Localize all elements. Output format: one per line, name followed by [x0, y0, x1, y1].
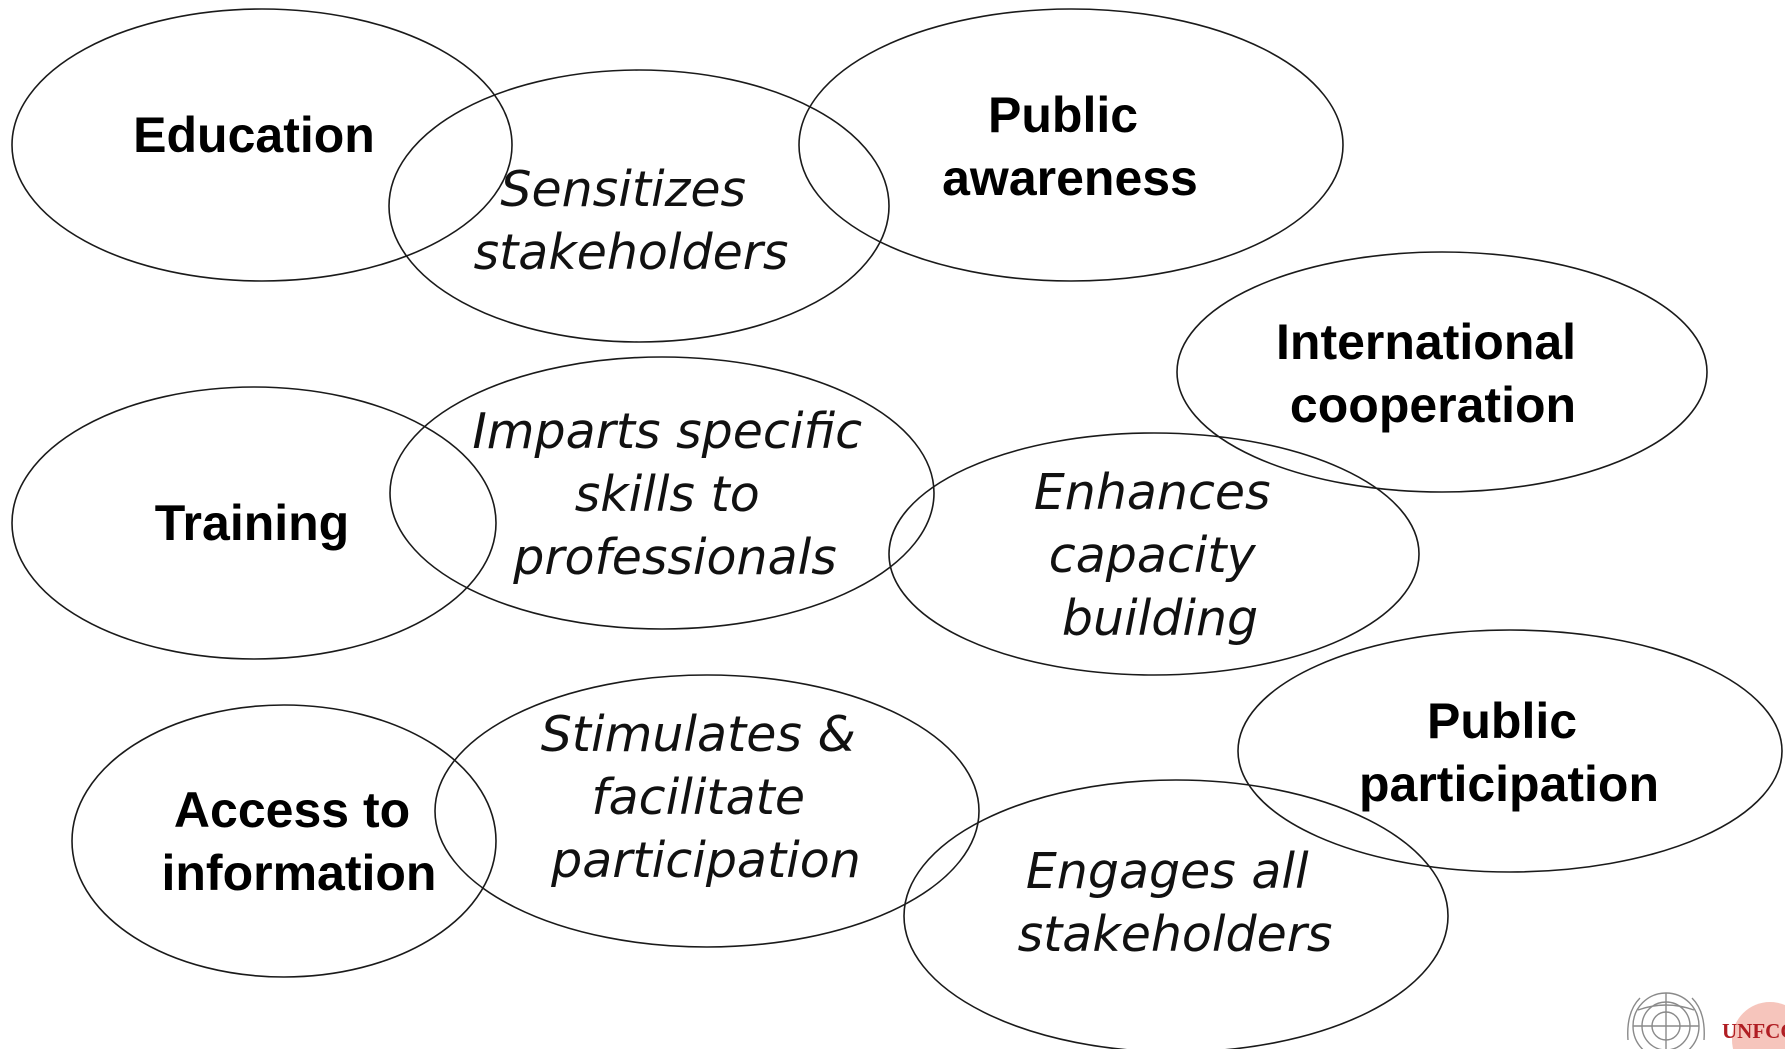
label-public-participation-line-1: Public [1427, 693, 1577, 749]
label-engages-line-2: stakeholders [1018, 906, 1333, 963]
label-stimulates: Stimulates & facilitate participation [541, 706, 872, 889]
unfccc-logo-swoosh [1732, 1002, 1785, 1049]
ellipse-access-to-information [71, 704, 497, 978]
label-imparts-line-2: skills to [575, 466, 760, 523]
ellipse-sensitizes [388, 69, 890, 343]
label-stimulates-line-3: participation [550, 832, 861, 889]
label-public-awareness-line-2: awareness [942, 150, 1198, 206]
label-imparts-line-3: professionals [512, 529, 837, 586]
un-emblem-icon [1627, 992, 1705, 1049]
label-public-participation-line-2: participation [1359, 756, 1659, 812]
label-enhances-line-1: Enhances [1034, 464, 1271, 521]
ellipse-enhances [888, 432, 1420, 676]
label-training-line: Training [155, 495, 349, 551]
label-public-awareness: Public awareness [942, 87, 1198, 206]
label-engages-line-1: Engages all [1026, 843, 1309, 900]
ellipse-training [11, 386, 497, 660]
label-sensitizes: Sensitizes stakeholders [474, 161, 789, 281]
label-enhances-line-3: building [1062, 590, 1258, 647]
label-international-cooperation-line-2: cooperation [1290, 377, 1576, 433]
label-enhances-line-2: capacity [1049, 527, 1257, 584]
ellipse-engages [903, 779, 1449, 1049]
label-stimulates-line-2: facilitate [591, 769, 805, 826]
label-access-to-information: Access to information [162, 782, 437, 901]
label-imparts-line-1: Imparts specific [472, 403, 862, 460]
label-international-cooperation-line-1: International [1276, 314, 1576, 370]
label-public-participation: Public participation [1359, 693, 1659, 812]
ellipse-international-cooperation [1176, 251, 1708, 493]
ellipse-public-participation [1237, 629, 1783, 873]
label-enhances: Enhances capacity building [1034, 464, 1286, 647]
label-international-cooperation: International cooperation [1276, 314, 1590, 433]
label-sensitizes-line-1: Sensitizes [500, 161, 746, 218]
label-imparts: Imparts specific skills to professionals [472, 403, 877, 586]
label-access-to-information-line-1: Access to [174, 782, 410, 838]
ellipse-education [11, 8, 513, 282]
unfccc-logo-text: UNFCCC [1722, 1019, 1785, 1043]
label-engages: Engages all stakeholders [1018, 843, 1333, 963]
ellipse-stimulates [434, 674, 980, 948]
label-training: Training [155, 495, 349, 551]
label-sensitizes-line-2: stakeholders [474, 224, 789, 281]
label-public-awareness-line-1: Public [988, 87, 1138, 143]
label-education: Education [133, 107, 375, 163]
label-stimulates-line-1: Stimulates & [541, 706, 856, 763]
label-access-to-information-line-2: information [162, 845, 437, 901]
ellipse-public-awareness [798, 8, 1344, 282]
ellipse-imparts [389, 356, 935, 630]
label-education-line: Education [133, 107, 375, 163]
